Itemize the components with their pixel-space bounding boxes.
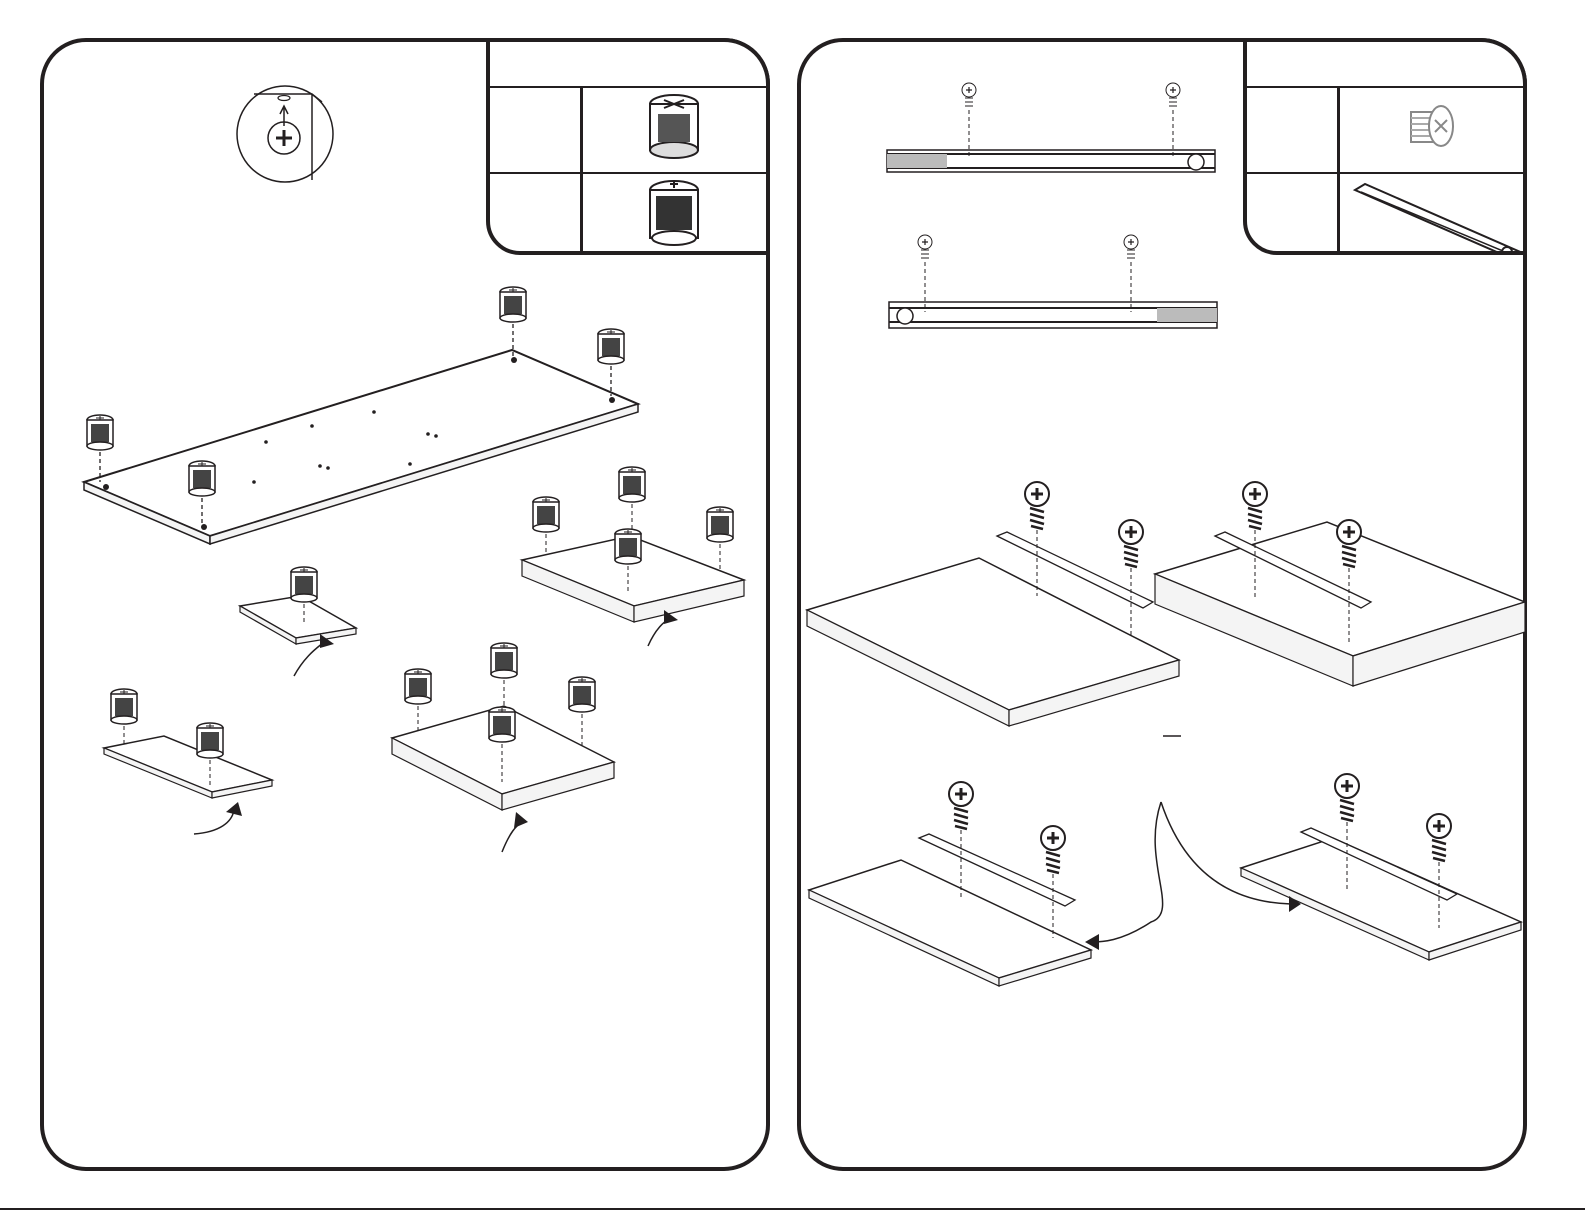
medium-board-bottom <box>392 643 614 852</box>
drawer-side-d <box>1241 774 1521 960</box>
drawer-side-c <box>809 782 1091 986</box>
medium-board-right <box>522 467 744 646</box>
detail-magnifier <box>237 86 333 182</box>
slide-rail-2 <box>889 235 1217 328</box>
right-panel-illustration <box>801 42 1531 1175</box>
slide-rail-1 <box>887 83 1215 172</box>
left-panel-illustration <box>44 42 774 1175</box>
instruction-panel-right <box>797 38 1527 1171</box>
small-board-1 <box>240 567 356 676</box>
small-board-2 <box>104 689 272 834</box>
drawer-side-b <box>1155 482 1525 686</box>
footer-rule <box>0 1208 1585 1210</box>
instruction-panel-left <box>40 38 770 1171</box>
drawer-side-a <box>807 482 1179 726</box>
